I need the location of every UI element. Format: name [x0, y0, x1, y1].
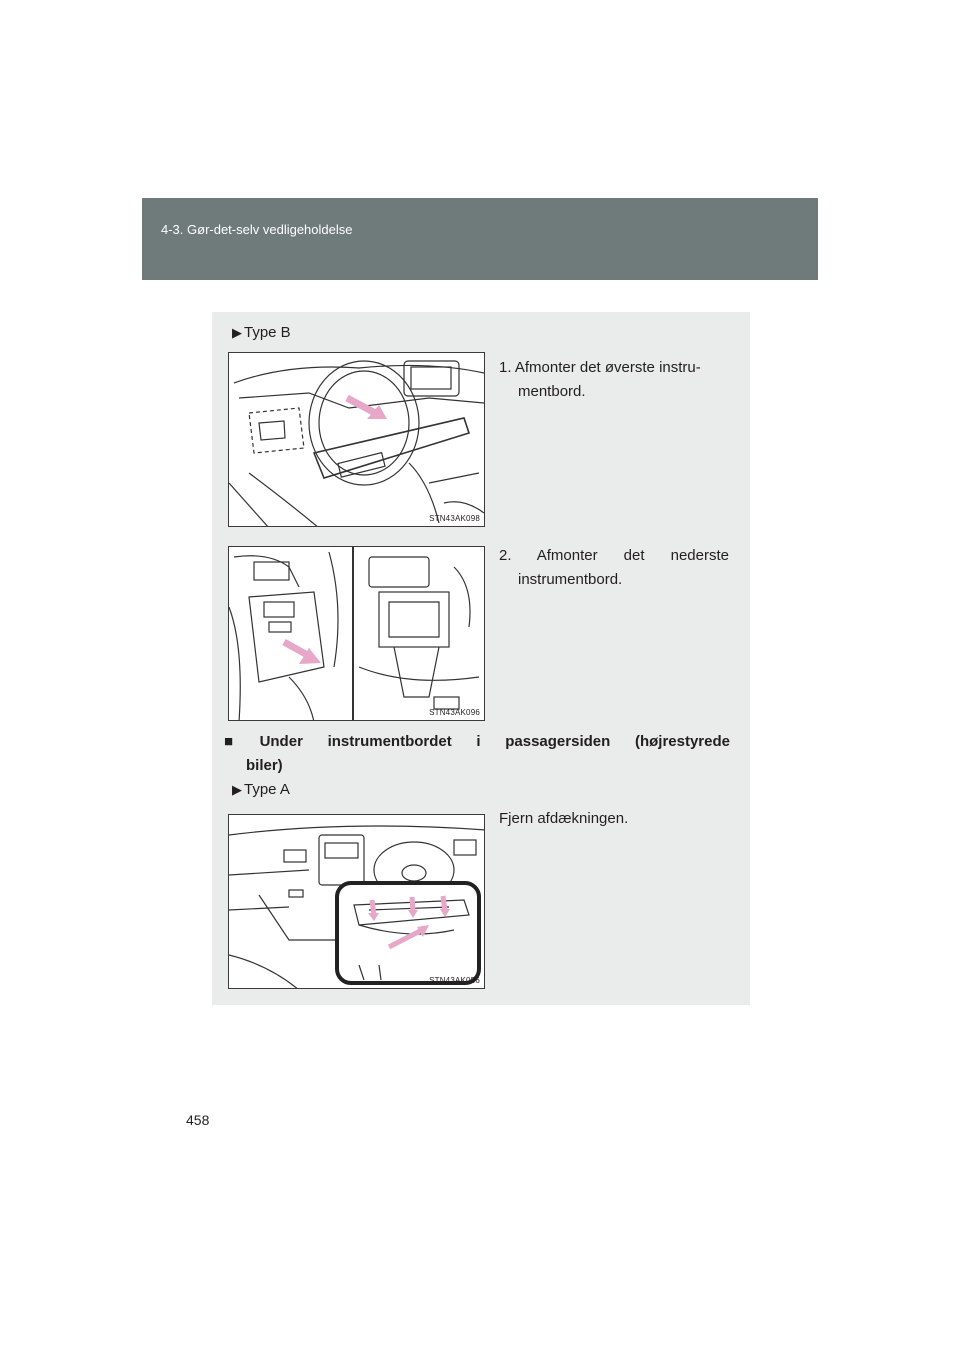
heading-line-2: biler)	[246, 757, 283, 774]
section-title: 4-3. Gør-det-selv vedligeholdelse	[161, 222, 353, 237]
type-a-label: Type A	[244, 781, 290, 798]
type-b-label-row: ▶Type B	[232, 321, 291, 345]
dashboard-illustration-1	[229, 360, 484, 526]
page-header: 4-3. Gør-det-selv vedligeholdelse	[142, 198, 818, 280]
triangle-right-icon: ▶	[232, 782, 242, 797]
type-b-label: Type B	[244, 324, 291, 341]
heading-text-line-1: Under instrumentbordet i passagersiden (…	[259, 733, 730, 750]
step-2-text: 2. Afmonter det nederste instrumentbord.	[499, 544, 729, 592]
content-panel: ▶Type B 1. Afmonter det øverste instru- …	[212, 312, 750, 1005]
figure-lower-instrument-panel: STN43AK096	[228, 546, 485, 721]
dashboard-illustration-3	[229, 825, 484, 988]
step-1-line-2: mentbord.	[518, 383, 586, 400]
page-number: 458	[186, 1112, 210, 1128]
figure-3-code: STN43AK056	[429, 976, 480, 985]
section-heading: ■ Under instrumentbordet i passagersiden …	[224, 730, 730, 778]
step-2-line-2: instrumentbord.	[518, 571, 623, 588]
step-1-line-1: 1. Afmonter det øverste instru-	[499, 359, 701, 376]
figure-1-code: STN43AK098	[429, 514, 480, 523]
heading-line-1: ■ Under instrumentbordet i passagersiden …	[224, 730, 730, 754]
dashboard-illustration-2	[229, 547, 480, 720]
triangle-right-icon: ▶	[232, 325, 242, 340]
figure-upper-instrument-panel: STN43AK098	[228, 352, 485, 527]
figure-passenger-cover: STN43AK056	[228, 814, 485, 989]
type-a-instruction: Fjern afdækningen.	[499, 810, 629, 827]
step-1-text: 1. Afmonter det øverste instru- mentbord…	[499, 356, 729, 404]
square-bullet-icon: ■	[224, 733, 254, 750]
type-a-label-row: ▶Type A	[232, 778, 290, 802]
step-2-line-1: 2. Afmonter det nederste	[499, 547, 729, 564]
figure-2-code: STN43AK096	[429, 708, 480, 717]
